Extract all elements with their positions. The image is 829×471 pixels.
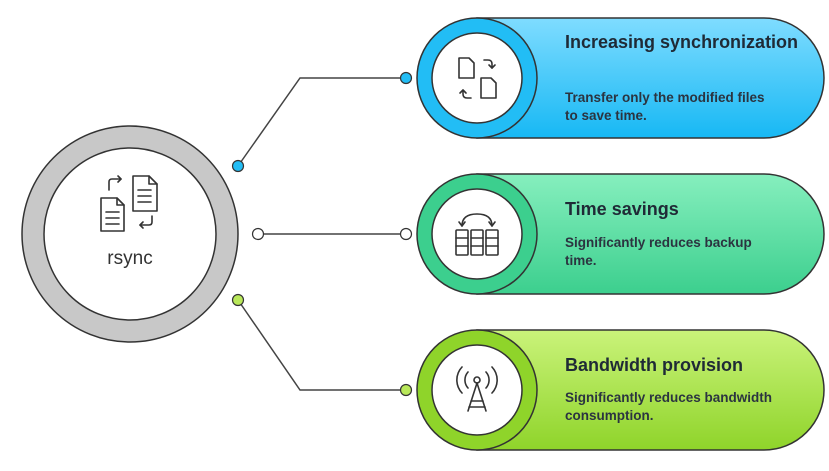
columns-swap-icon bbox=[455, 213, 499, 256]
card-1-description: Transfer only the modified files to save… bbox=[565, 90, 765, 123]
hub-label: rsync bbox=[107, 248, 153, 269]
connector-3 bbox=[231, 293, 413, 397]
file-swap-icon bbox=[458, 57, 497, 99]
antenna-tower-icon bbox=[456, 366, 498, 412]
card-3-description: Significantly reduces bandwidth consumpt… bbox=[565, 390, 773, 423]
card-1-title: Increasing synchronization bbox=[565, 32, 799, 52]
card-2-title: Time savings bbox=[565, 199, 679, 219]
hub-node bbox=[21, 125, 239, 343]
card-increasing-synchronization bbox=[416, 17, 825, 139]
connector-1 bbox=[231, 71, 413, 173]
card-time-savings bbox=[416, 173, 825, 295]
card-3-title: Bandwidth provision bbox=[565, 355, 743, 375]
connector-2 bbox=[251, 227, 413, 241]
file-sync-icon bbox=[100, 175, 158, 232]
card-2-description: Significantly reduces backup time. bbox=[565, 235, 752, 268]
card-bandwidth-provision bbox=[416, 329, 825, 451]
